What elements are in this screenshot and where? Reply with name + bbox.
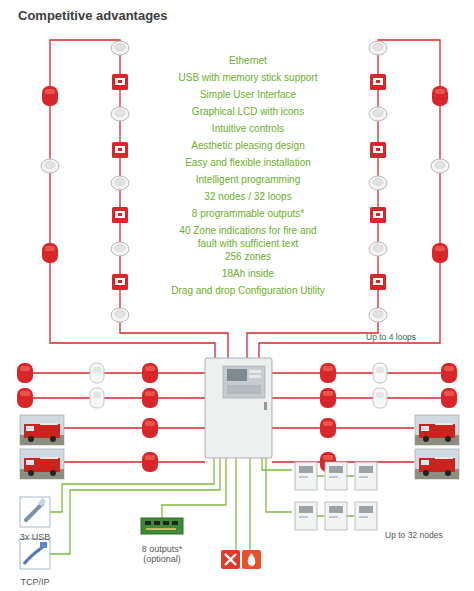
feature-text: Intuitive controls — [133, 122, 363, 135]
feature-text: Aesthetic pleasing design — [133, 139, 363, 152]
feature-text: 18Ah inside — [133, 267, 363, 280]
feature-text: 256 zones — [133, 250, 363, 263]
loop-note: Up to 4 loops — [366, 331, 446, 344]
usb-icon — [20, 497, 50, 527]
feature-text: Ethernet — [133, 54, 363, 67]
feature-text: Graphical LCD with icons — [133, 105, 363, 118]
node-note: Up to 32 nodes — [385, 529, 470, 542]
page-title: Competitive advantages — [18, 9, 168, 22]
control-panel — [205, 358, 272, 458]
usb-port-box: 3x USB — [10, 495, 60, 542]
ethernet-icon — [20, 539, 50, 569]
feature-text: Easy and flexible installation — [133, 156, 363, 169]
feature-text: 32 nodes / 32 loops — [133, 190, 363, 203]
feature-text: 8 programmable outputs* — [133, 207, 363, 220]
network-port-box: TCP/IP — [10, 537, 60, 587]
fire-relay-icon — [242, 550, 261, 569]
output-board-box: 8 outputs* (optional) — [130, 514, 194, 564]
output-board — [141, 518, 183, 534]
node-caption: 3x USB — [20, 532, 51, 542]
fault-relay-icon — [221, 550, 240, 569]
feature-text: Intelligent programming — [133, 173, 363, 186]
node-caption: 8 outputs* (optional) — [130, 544, 194, 564]
feature-text: 40 Zone indications for fire and fault w… — [178, 224, 318, 250]
node-caption: TCP/IP — [20, 577, 49, 587]
feature-text: Drag and drop Configuration Utility — [133, 284, 363, 297]
feature-text: USB with memory stick support — [133, 71, 363, 84]
feature-text: Simple User Interface — [133, 88, 363, 101]
